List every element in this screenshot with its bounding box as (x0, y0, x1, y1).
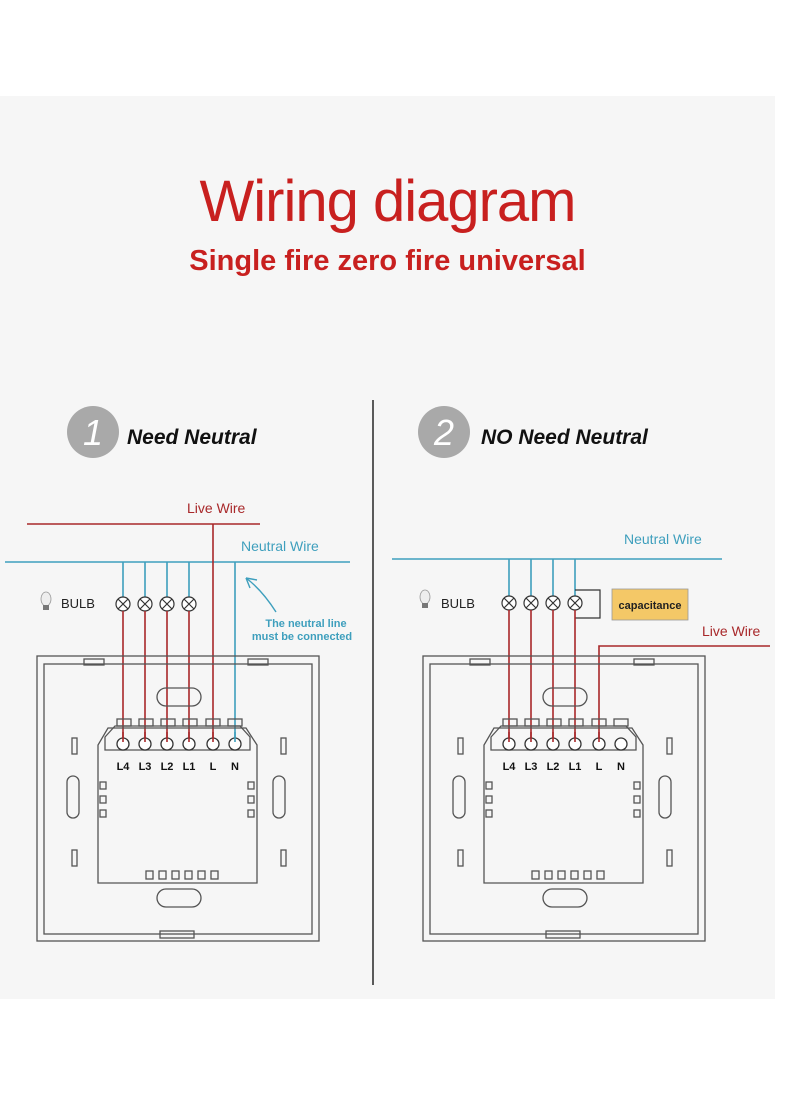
terminal-label: L2 (547, 761, 560, 773)
panel-no-need-neutral: 2 NO Need Neutral Neutral Wire BULB capa… (392, 406, 770, 942)
diagram-background (0, 96, 775, 999)
switch-plate (36, 655, 320, 942)
bulb-icon (419, 589, 431, 608)
terminal-label: N (231, 761, 239, 773)
terminal-label: L (210, 761, 217, 773)
neutral-wire-label: Neutral Wire (624, 531, 702, 547)
terminal-screws (502, 737, 628, 751)
terminal-label: L2 (161, 761, 174, 773)
capacitance-label: capacitance (619, 600, 682, 612)
live-wire-line (598, 645, 770, 742)
capacitance-box (611, 588, 689, 621)
live-wire-label: Live Wire (702, 623, 761, 639)
terminal-label: L4 (503, 761, 517, 773)
lamp-icons (501, 595, 583, 611)
step-number-badge-1 (67, 406, 119, 458)
terminal-labels: L4 L3 L2 L1 L N (503, 761, 625, 773)
neutral-note-line-2: must be connected (252, 631, 352, 643)
panel-heading-no-need-neutral: NO Need Neutral (481, 426, 649, 449)
lamp-icons (115, 596, 197, 612)
diagram-subtitle: Single fire zero fire universal (189, 245, 586, 277)
step-number-1: 1 (83, 412, 103, 453)
terminal-label: L1 (183, 761, 196, 773)
step-number-badge-2 (418, 406, 470, 458)
neutral-note-line-1: The neutral line (265, 618, 346, 630)
switch-plate (422, 655, 706, 942)
bulb-label: BULB (61, 596, 95, 611)
terminal-label: L4 (117, 761, 131, 773)
live-wire-label: Live Wire (187, 500, 246, 516)
terminal-screws (116, 737, 242, 751)
terminal-label: N (617, 761, 625, 773)
terminal-label: L3 (525, 761, 538, 773)
diagram-title: Wiring diagram (199, 169, 577, 234)
terminal-label: L (596, 761, 603, 773)
terminal-label: L1 (569, 761, 582, 773)
terminal-label: L3 (139, 761, 152, 773)
panel-heading-need-neutral: Need Neutral (127, 426, 258, 449)
terminal-labels: L4 L3 L2 L1 L N (117, 761, 239, 773)
bulb-label: BULB (441, 596, 475, 611)
note-arrow (245, 577, 277, 613)
neutral-wire-label: Neutral Wire (241, 538, 319, 554)
bulb-icon (40, 591, 52, 610)
step-number-2: 2 (433, 412, 454, 453)
panel-need-neutral: 1 Need Neutral Live Wire Neutral Wire BU… (5, 406, 352, 942)
